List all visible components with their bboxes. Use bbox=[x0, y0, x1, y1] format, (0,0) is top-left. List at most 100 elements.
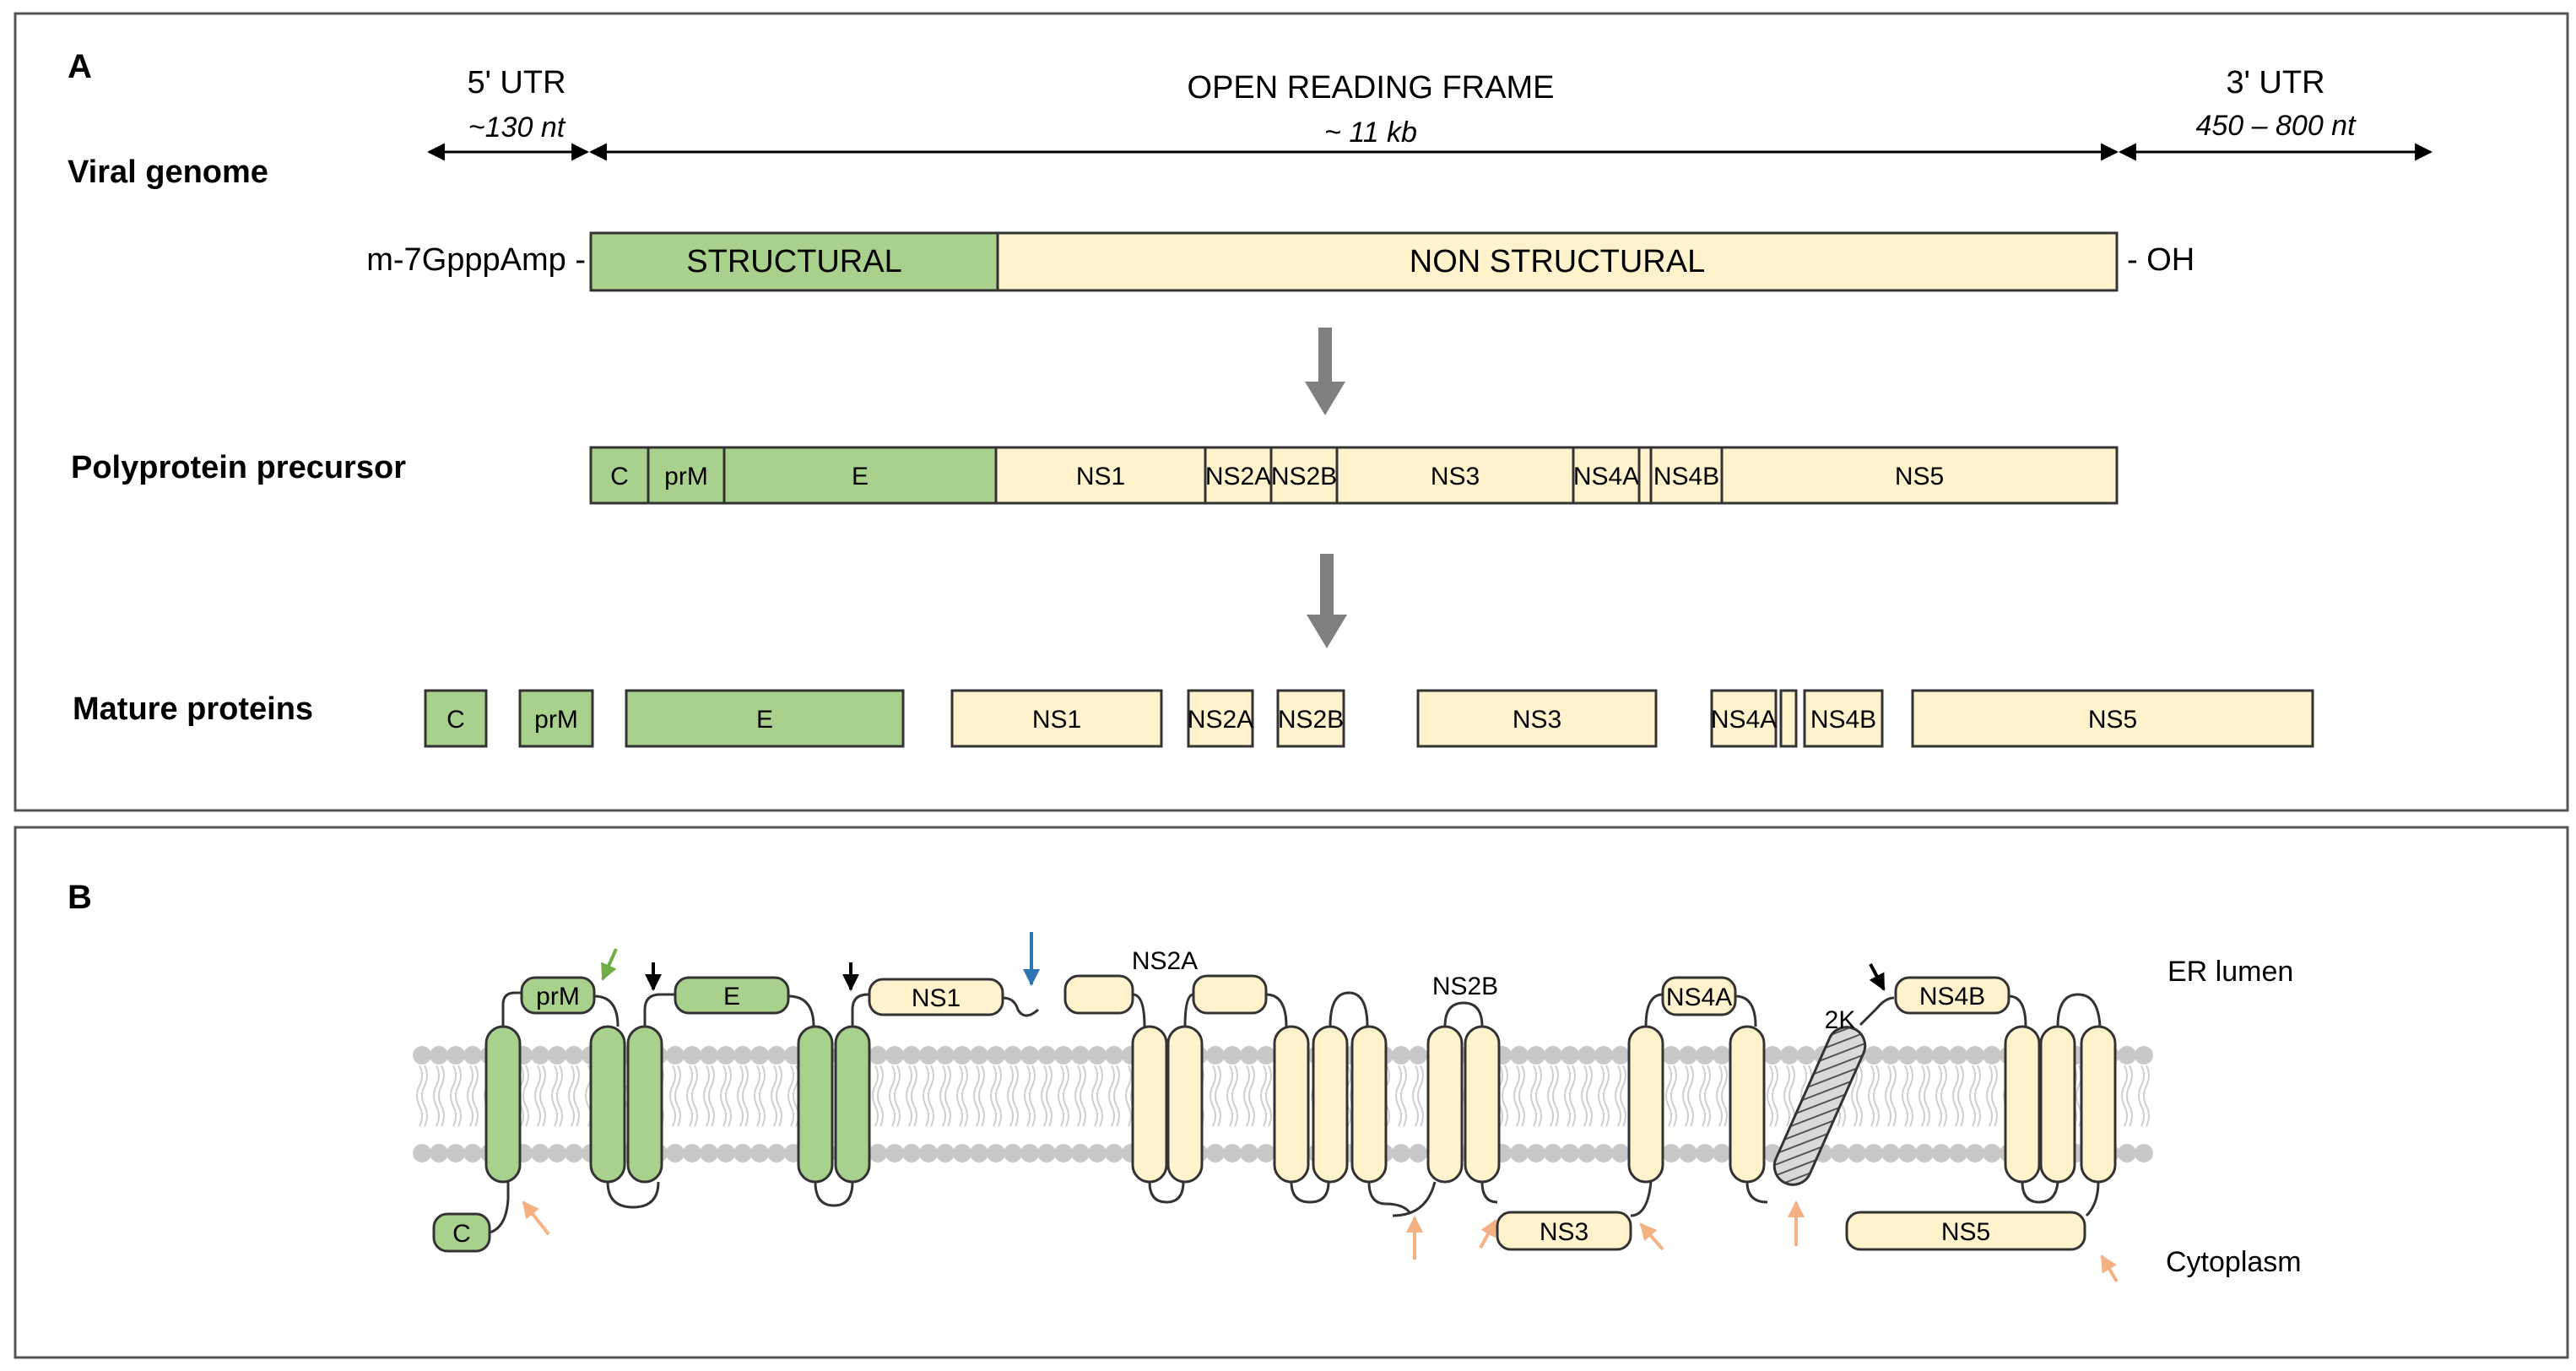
lipid-head bbox=[1105, 1144, 1123, 1162]
mature-segment-ns5 bbox=[1911, 689, 2314, 748]
lipid-head bbox=[919, 1144, 938, 1162]
mature-proteins-label: Mature proteins bbox=[73, 691, 313, 727]
lipid-head bbox=[1392, 1144, 1410, 1162]
e-protein-label: E bbox=[723, 983, 740, 1011]
lipid-head bbox=[2135, 1046, 2153, 1065]
lipid-head bbox=[1004, 1144, 1022, 1162]
lipid-tail bbox=[1682, 1065, 1689, 1127]
lipid-head bbox=[1409, 1144, 1427, 1162]
ns2b-label: NS2B bbox=[1432, 973, 1498, 1000]
lipid-tail bbox=[1210, 1065, 1216, 1127]
lipid-tail bbox=[1873, 1065, 1880, 1127]
polyprotein-label: Polyprotein precursor bbox=[71, 450, 406, 485]
lipid-tail bbox=[1074, 1065, 1081, 1127]
ns2a-helix-5 bbox=[1350, 1025, 1388, 1184]
cleavage-arrow-shaft bbox=[1320, 554, 1334, 621]
mature-segment-prm bbox=[518, 689, 594, 748]
lipid-head bbox=[1527, 1144, 1545, 1162]
lipid-tail bbox=[889, 1065, 896, 1127]
lipid-tail bbox=[1096, 1065, 1103, 1127]
ns3-protein-label: NS3 bbox=[1540, 1218, 1588, 1246]
lipid-head bbox=[1662, 1144, 1680, 1162]
peptide-linker bbox=[2008, 994, 2027, 1027]
lipid-tail bbox=[1704, 1065, 1711, 1127]
lipid-tail bbox=[906, 1065, 912, 1127]
mature-segment-ns1 bbox=[950, 689, 1163, 748]
lipid-tail bbox=[1974, 1065, 1981, 1127]
lipid-tail bbox=[1063, 1065, 1069, 1127]
peptide-linker bbox=[1002, 996, 1039, 1017]
orf-length: ~ 11 kb bbox=[1324, 117, 1417, 149]
lipid-tail bbox=[923, 1065, 929, 1127]
lipid-tail bbox=[1547, 1065, 1554, 1127]
lipid-tail bbox=[1598, 1065, 1605, 1127]
mature-segment-label-ns4b: NS4B bbox=[1810, 706, 1876, 734]
polyprotein-segment-ns4b bbox=[1649, 446, 1724, 505]
lipid-head bbox=[902, 1144, 921, 1162]
lipid-tail bbox=[944, 1065, 951, 1127]
lipid-head bbox=[700, 1046, 718, 1065]
peptide-linker bbox=[851, 993, 876, 1027]
lipid-tail bbox=[1952, 1065, 1959, 1127]
lipid-tail bbox=[1513, 1065, 1520, 1127]
translation-arrow-shaft bbox=[1318, 328, 1332, 387]
lipid-tail bbox=[1716, 1065, 1723, 1127]
peptide-linker bbox=[1734, 994, 1757, 1027]
peptide-linker bbox=[2021, 1181, 2059, 1204]
mature-segment-label-prm: prM bbox=[534, 706, 578, 734]
lipid-head bbox=[1713, 1046, 1731, 1065]
lipid-head bbox=[1223, 1144, 1242, 1162]
lipid-tail bbox=[1721, 1065, 1728, 1127]
lipid-head bbox=[1966, 1046, 1984, 1065]
peptide-linker bbox=[1443, 1001, 1484, 1027]
lipid-tail bbox=[1991, 1065, 1998, 1127]
lipid-tail bbox=[1417, 1065, 1424, 1127]
polyprotein-segment-ns2a bbox=[1204, 446, 1273, 505]
mature-segment-ns4b bbox=[1803, 689, 1884, 748]
lipid-tail bbox=[1058, 1065, 1064, 1127]
lipid-tail bbox=[1265, 1065, 1272, 1127]
lipid-head bbox=[1949, 1046, 1967, 1065]
orf-title: OPEN READING FRAME bbox=[1188, 70, 1555, 106]
lipid-head bbox=[1898, 1046, 1917, 1065]
lipid-head bbox=[1578, 1144, 1596, 1162]
lipid-head bbox=[987, 1144, 1005, 1162]
lipid-head bbox=[1578, 1046, 1596, 1065]
lipid-head bbox=[700, 1144, 718, 1162]
lipid-tail bbox=[1868, 1065, 1875, 1127]
mature-segment-label-ns3: NS3 bbox=[1513, 706, 1561, 734]
mature-segment-label-c: C bbox=[446, 706, 465, 734]
lipid-head bbox=[717, 1046, 735, 1065]
lipid-tail bbox=[1046, 1065, 1053, 1127]
lipid-head bbox=[767, 1144, 786, 1162]
oh-end-label: - OH bbox=[2127, 242, 2194, 278]
lipid-tail bbox=[438, 1065, 445, 1127]
lipid-head bbox=[869, 1144, 887, 1162]
polyprotein-segment-label-ns3: NS3 bbox=[1431, 463, 1480, 490]
lipid-tail bbox=[1091, 1065, 1098, 1127]
mature-segment-label-ns5: NS5 bbox=[2088, 706, 2137, 734]
ns4b-protein-label: NS4B bbox=[1919, 983, 1985, 1011]
lipid-head bbox=[683, 1046, 701, 1065]
lipid-head bbox=[1240, 1046, 1258, 1065]
lipid-head bbox=[1983, 1144, 2001, 1162]
ns4a-helix-2 bbox=[1729, 1025, 1766, 1184]
lipid-tail bbox=[1041, 1065, 1047, 1127]
lipid-tail bbox=[421, 1065, 428, 1127]
cap-label: m-7GpppAmp - bbox=[366, 242, 586, 278]
peptide-linker bbox=[1265, 993, 1288, 1027]
lipid-tail bbox=[691, 1065, 698, 1127]
polyprotein-segment-2k bbox=[1637, 446, 1653, 505]
lipid-head bbox=[1949, 1144, 1967, 1162]
lipid-head bbox=[733, 1144, 752, 1162]
lipid-head bbox=[1696, 1144, 1714, 1162]
lipid-head bbox=[413, 1144, 431, 1162]
lipid-tail bbox=[1248, 1065, 1255, 1127]
ns3-protease-arrow-c bbox=[522, 1200, 550, 1236]
lipid-tail bbox=[2138, 1065, 2145, 1127]
ns4a-helix-1 bbox=[1627, 1025, 1664, 1184]
utr3-length: 450 – 800 nt bbox=[2195, 110, 2357, 142]
lipid-tail bbox=[1581, 1065, 1588, 1127]
polyprotein-segment-label-ns5: NS5 bbox=[1895, 463, 1944, 490]
